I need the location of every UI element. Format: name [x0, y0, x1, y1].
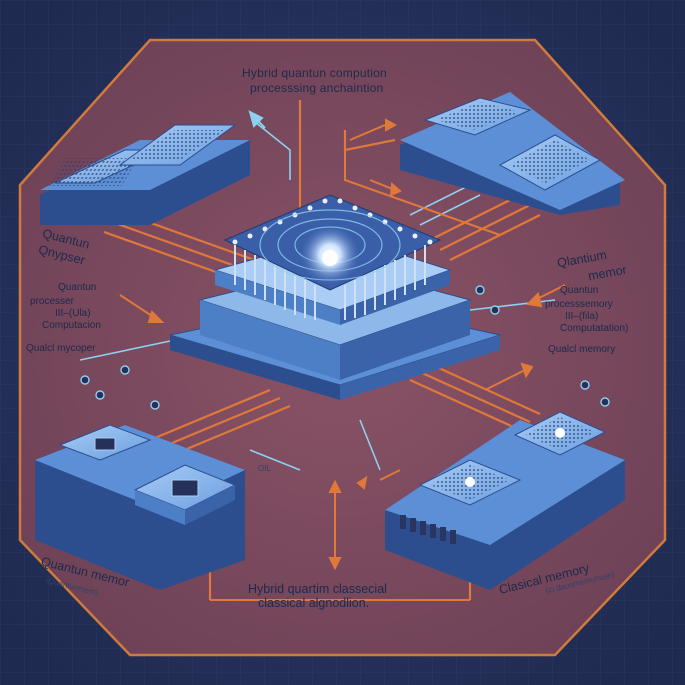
chip-bottom-right [385, 411, 625, 590]
top-connector [344, 130, 501, 236]
bottom-center-line1: Hybrid quartim classecial [248, 582, 387, 596]
right-processor-label-2: processsemory [545, 299, 613, 310]
central-quantum-processor [169, 194, 502, 400]
left-processor-label: Quantun [58, 282, 97, 293]
blue-arrow [248, 110, 266, 129]
chip-bottom-left [35, 424, 245, 590]
orange-wires [103, 100, 541, 600]
center-small-label: OIL [258, 464, 271, 473]
right-paren-label: III–(fila) [565, 311, 599, 322]
top-title-line2: processsing anchaintion [250, 81, 384, 95]
left-computation-label: Computacion [42, 320, 101, 331]
left-processor-label-2: processer [30, 296, 74, 307]
right-processor-label-1: Quantun [560, 285, 599, 296]
left-mycoper-label: Qualcl mycoper [26, 343, 96, 354]
arrows [119, 118, 566, 571]
circuit-nodes [80, 285, 610, 410]
top-title-line1: Hybrid quantun compution [242, 66, 387, 80]
chip-top-right [400, 92, 625, 215]
right-classical-label: Qualcl memory [548, 344, 616, 355]
left-paren-label: III–(Ula) [55, 308, 91, 319]
bottom-center-line2: classical algnodlion. [258, 596, 370, 610]
chip-top-left [40, 124, 250, 225]
right-computation-label: Computatation) [560, 323, 629, 334]
